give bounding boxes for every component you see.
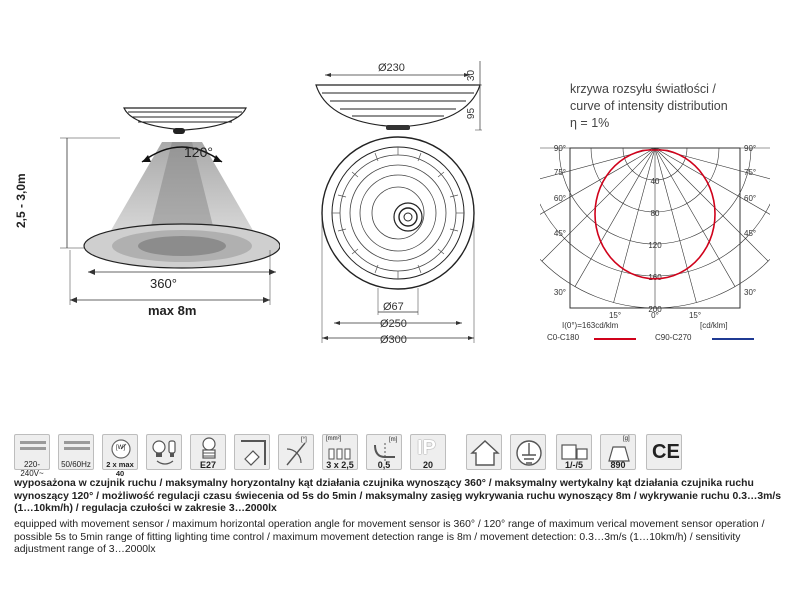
curve-title-pl: krzywa rozsyłu światłości / [570, 82, 716, 96]
packaging-caption: 1/-/5 [564, 460, 583, 470]
ce-mark-icon: CE [646, 434, 682, 470]
angle-label-left: 90° [554, 144, 566, 153]
radial-label: 200 [648, 305, 662, 314]
watt-unit: [W] [116, 445, 125, 451]
grid-radial [654, 147, 697, 303]
wire-caption: 3 x 2,5 [326, 460, 354, 470]
radial-label: 40 [651, 177, 660, 186]
lamp-side-view [315, 84, 481, 128]
grid-radial [654, 147, 770, 215]
grid-radial [540, 147, 656, 215]
curve-title-en: curve of intensity distribution [570, 99, 728, 113]
radial-label: 160 [648, 273, 662, 282]
bottom-angle-label: 0° [651, 311, 659, 320]
cable-caption: 0,5 [377, 460, 391, 470]
dim-height-95: 95 [466, 107, 478, 120]
sensor-dome [173, 128, 185, 134]
legend-c90-label: C90-C270 [655, 333, 692, 342]
grid-radial [541, 147, 656, 262]
dim-diameter-300: Ø300 [380, 334, 407, 346]
bottom-angle-label: 15° [689, 311, 701, 320]
radial-label: 80 [651, 209, 660, 218]
curve-c0-c180 [594, 149, 716, 280]
wall-mount-icon [234, 434, 270, 470]
wire-cross-section-icon: [mm²] [322, 434, 358, 470]
description-pl: wyposażona w czujnik ruchu / maksymalny … [14, 478, 782, 515]
angle-unit: [°] [301, 437, 307, 443]
legend-c0-swatch [594, 338, 636, 340]
bulb-types-icon [146, 434, 182, 470]
area-unit: [mm²] [326, 436, 342, 442]
footer-unit: [cd/klm] [700, 321, 728, 330]
voltage-caption: 220-240V~ [20, 460, 44, 478]
height-range-label: 2,5 - 3,0m [14, 173, 28, 228]
length-unit: [m] [389, 437, 398, 443]
vertical-angle-label: 120° [184, 144, 213, 160]
grid-radial [654, 147, 736, 287]
dim-height-30: 30 [466, 69, 478, 82]
weight-icon: [g] [600, 434, 636, 470]
voltage-icon [14, 434, 50, 470]
dim-diameter-250: Ø250 [380, 318, 407, 330]
curve-eta: η = 1% [570, 116, 610, 130]
angle-label-left: 60° [554, 194, 566, 203]
detection-diagram [60, 107, 280, 305]
ip-text: IP [417, 437, 436, 459]
grid-radial [574, 147, 656, 287]
angle-rotation-icon: [°] [278, 434, 314, 470]
protection-class-icon [510, 434, 546, 470]
watt-icon: [W] [102, 434, 138, 470]
e27-caption: E27 [199, 460, 216, 470]
weight-caption: 890 [610, 460, 626, 470]
bottom-angle-label: 15° [609, 311, 621, 320]
angle-label-right: 30° [744, 288, 756, 297]
angle-label-left: 45° [554, 229, 566, 238]
angle-label-right: 75° [744, 168, 756, 177]
technical-drawing [315, 61, 482, 343]
detection-cone [102, 142, 262, 246]
light-distribution-chart: 40 80 120 160 200 90° 75° 60° 45° 30° 90° 75° 60° 45°… [540, 144, 770, 320]
ip-rating-icon: IP [410, 434, 446, 470]
description-en: equipped with movement sensor / maximum … [14, 519, 765, 556]
grid-radial [613, 147, 656, 303]
angle-label-right: 60° [744, 194, 756, 203]
frequency-caption: 50/60Hz [61, 460, 91, 469]
watt-caption: 2 x max 40 [106, 460, 134, 478]
frequency-icon [58, 434, 94, 470]
weight-unit: [g] [623, 436, 630, 442]
packaging-icon [556, 434, 592, 470]
dim-diameter-230: Ø230 [378, 62, 405, 74]
legend-c0-label: C0-C180 [547, 333, 580, 342]
legend-c90-swatch [712, 338, 754, 340]
dim-diameter-67: Ø67 [383, 301, 404, 313]
horizontal-angle-label: 360° [150, 276, 177, 291]
lamp-side-silhouette [123, 107, 247, 131]
footer-i0: I(0°)=163cd/klm [562, 321, 619, 330]
cable-length-icon: [m] [366, 434, 402, 470]
radial-label: 120 [648, 241, 662, 250]
ce-text: CE [652, 441, 680, 463]
e27-socket-icon [190, 434, 226, 470]
angle-label-left: 30° [554, 288, 566, 297]
max-range-label: max 8m [148, 303, 197, 318]
indoor-use-icon [466, 434, 502, 470]
angle-label-left: 75° [554, 168, 566, 177]
angle-label-right: 90° [744, 144, 756, 153]
ip-caption: 20 [422, 460, 433, 470]
grid-radial [654, 147, 769, 262]
angle-label-right: 45° [744, 229, 756, 238]
